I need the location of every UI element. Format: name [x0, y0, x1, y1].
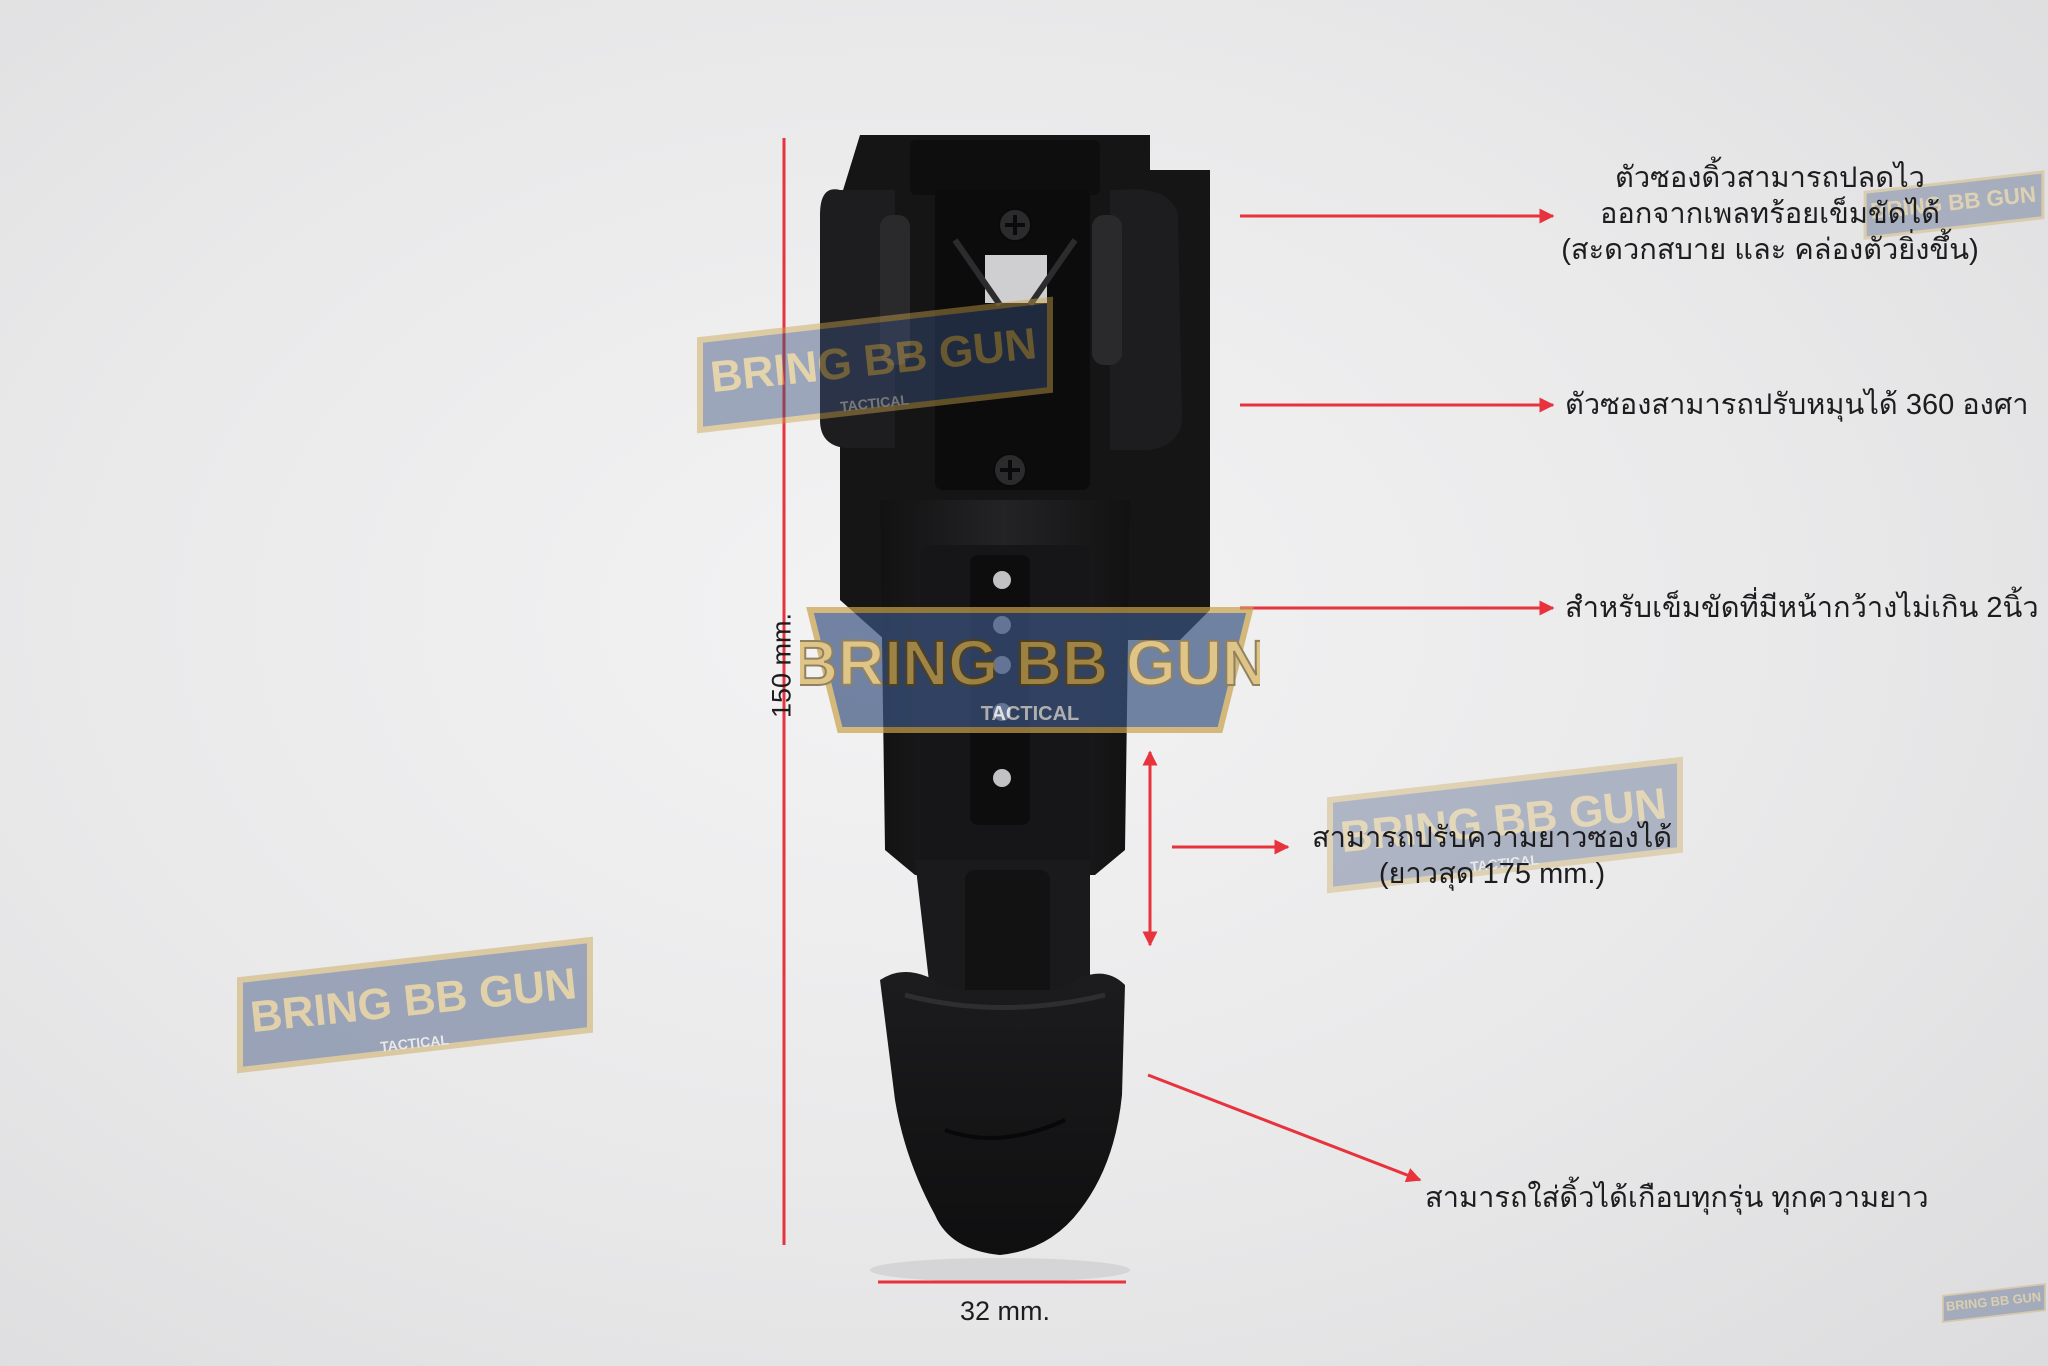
height-label: 150 mm. [766, 612, 797, 719]
callout-length-adjust-line-1: สามารถปรับความยาวซองได้ [1311, 822, 1673, 854]
watermark-logo-center: BRING BB GUN TACTICAL [800, 607, 1260, 733]
watermark-sub-center: TACTICAL [981, 703, 1080, 725]
callout-length-adjust-line-2: (ยาวสุด 175 mm.) [1378, 858, 1606, 890]
callout-length-adjust: สามารถปรับความยาวซองได้ (ยาวสุด 175 mm.) [1292, 820, 1692, 892]
width-label: 32 mm. [959, 1296, 1051, 1326]
callout-detachable-line-1: ตัวซองดิ้วสามารถปลดไว [1615, 162, 1925, 194]
callout-compatibility: สามารถใส่ดิ้วได้เกือบทุกรุ่น ทุกความยาว [1425, 1180, 1945, 1216]
watermark-logo-left: BRING BB GUN TACTICAL [237, 936, 593, 1074]
watermark-logo-right: BRING BB GUN TACTICAL [1327, 756, 1683, 894]
callout-detachable-line-3: (สะดวกสบาย และ คล่องตัวยิ่งขึ้น) [1561, 234, 1979, 266]
watermark-brand-center: BRING BB GUN [800, 627, 1260, 699]
callout-detachable: ตัวซองดิ้วสามารถปลดไว ออกจากเพลทร้อยเข็ม… [1560, 160, 1980, 268]
watermark-logo-bottom-right: BRING BB GUN [1942, 1283, 2046, 1323]
watermark-logo: BRING BB GUN TACTICAL [697, 296, 1053, 434]
callout-belt-width-line-1: สำหรับเข็มขัดที่มีหน้ากว้างไม่เกิน 2นิ้ว [1565, 592, 2039, 624]
watermark-sub: TACTICAL [839, 391, 910, 414]
callout-compatibility-line-1: สามารถใส่ดิ้วได้เกือบทุกรุ่น ทุกความยาว [1425, 1182, 1929, 1214]
watermark-sub-left: TACTICAL [379, 1031, 450, 1054]
callout-rotation: ตัวซองสามารถปรับหมุนได้ 360 องศา [1565, 387, 2035, 423]
callout-rotation-line-1: ตัวซองสามารถปรับหมุนได้ 360 องศา [1565, 389, 2029, 421]
watermark-logo-top-right: BRING BB GUN [1863, 170, 2045, 240]
callout-belt-width: สำหรับเข็มขัดที่มีหน้ากว้างไม่เกิน 2นิ้ว [1565, 590, 2039, 626]
watermark-sub-right: TACTICAL [1469, 851, 1540, 874]
callout-arrow-5 [1147, 1073, 1422, 1183]
callout-detachable-line-2: ออกจากเพลทร้อยเข็มขัดได้ [1599, 198, 1941, 230]
